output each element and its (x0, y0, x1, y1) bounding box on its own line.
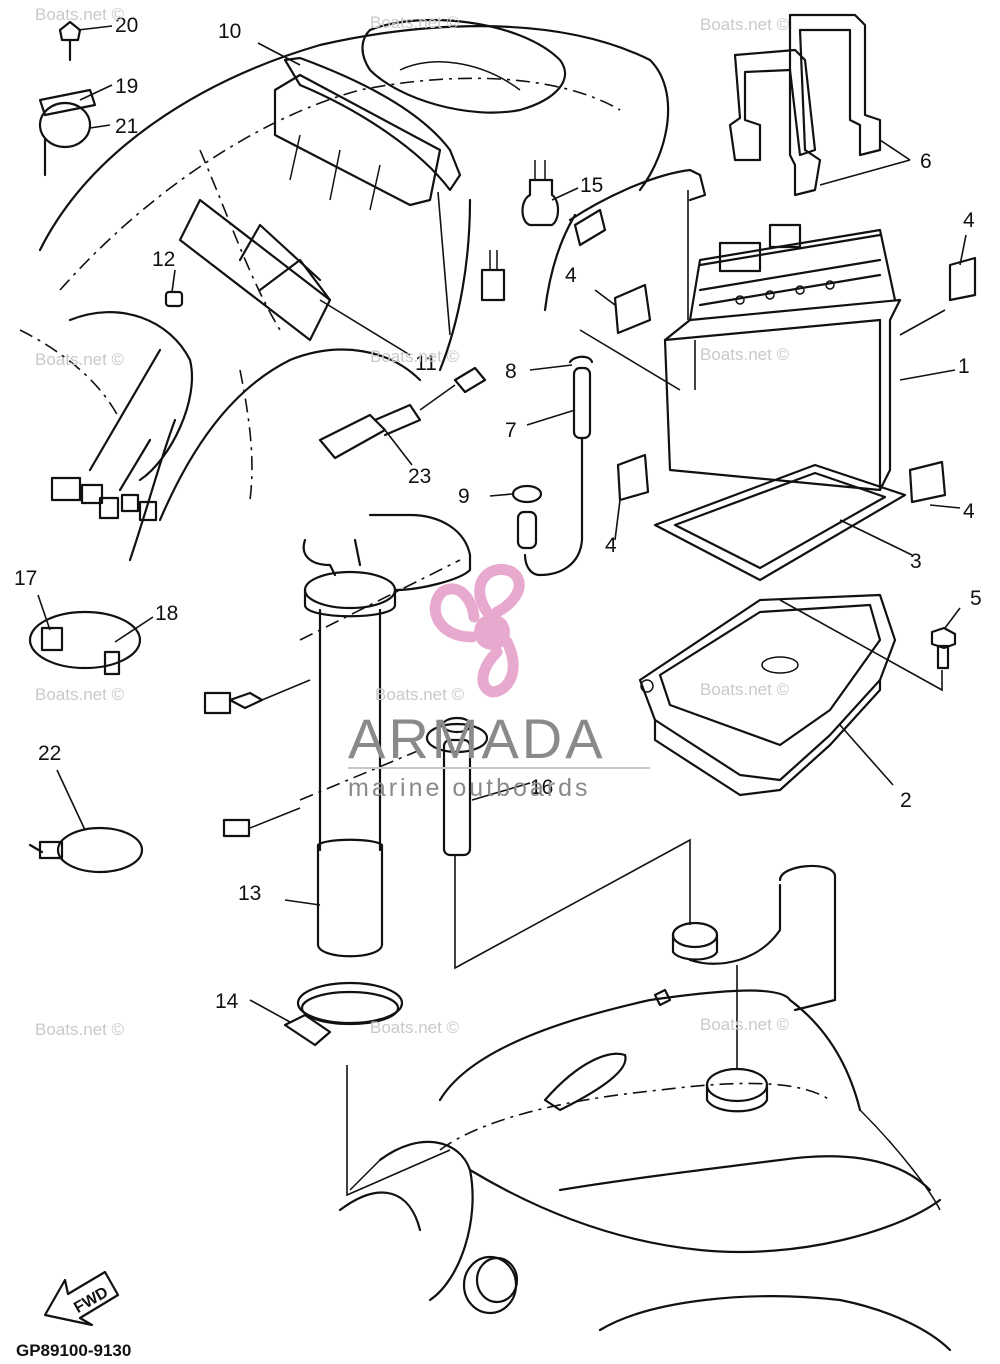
watermark: Boats.net © (35, 5, 125, 24)
watermark: Boats.net © (35, 350, 125, 369)
callout-4c: 4 (963, 500, 975, 523)
callout-12: 12 (152, 248, 175, 271)
callout-6: 6 (920, 150, 932, 173)
watermark: Boats.net © (35, 685, 125, 704)
callout-20: 20 (115, 14, 138, 37)
callout-4b: 4 (565, 264, 577, 287)
leader-lines (37, 25, 967, 1023)
callout-2: 2 (900, 789, 912, 812)
callout-7: 7 (505, 419, 517, 442)
fuel-tank (338, 864, 952, 1352)
callout-19: 19 (115, 75, 138, 98)
callout-8: 8 (505, 360, 517, 383)
callout-5: 5 (970, 587, 982, 610)
armada-logo: ARMADA marine outboards (348, 563, 650, 802)
part-13-fuel-sender (302, 513, 472, 958)
watermark: Boats.net © (700, 345, 790, 364)
callout-3: 3 (910, 550, 922, 573)
part-19-clip (38, 20, 97, 177)
watermark: Boats.net © (700, 15, 790, 34)
callout-15: 15 (580, 174, 603, 197)
callout-4d: 4 (605, 534, 617, 557)
callout-9: 9 (458, 485, 470, 508)
part-9-clamp (511, 484, 543, 550)
hull-top-outline (19, 18, 670, 562)
callout-14: 14 (215, 990, 239, 1013)
callout-11: 11 (415, 352, 437, 375)
diagram-code: GP89100-9130 (16, 1341, 131, 1360)
part-17-clamp (28, 610, 142, 676)
callout-22: 22 (38, 742, 61, 765)
callout-21: 21 (115, 115, 138, 138)
watermark: Boats.net © (375, 685, 465, 704)
part-1-battery (663, 223, 902, 492)
part-12-nut (164, 290, 184, 308)
callout-13: 13 (238, 882, 261, 905)
watermark: Boats.net © (370, 347, 460, 366)
watermark: Boats.net © (370, 13, 460, 32)
callout-16: 16 (530, 776, 553, 799)
callout-17: 17 (14, 567, 37, 590)
part-7-hose (523, 355, 594, 577)
armada-tagline: marine outboards (348, 774, 591, 802)
watermarks: Boats.net © Boats.net © Boats.net © Boat… (35, 5, 790, 1039)
sender-connectors (203, 679, 311, 838)
part-16-filler (425, 716, 489, 857)
watermark: Boats.net © (700, 1015, 790, 1034)
armada-brand: ARMADA (348, 707, 606, 770)
fwd-arrow-icon: FWD (43, 1270, 120, 1327)
assembly-lines (299, 190, 943, 1197)
watermark: Boats.net © (35, 1020, 125, 1039)
part-10-display (273, 56, 462, 211)
callout-labels: 1 2 3 4 4 4 4 5 6 7 8 9 10 11 12 13 14 1… (14, 14, 982, 1013)
watermark: Boats.net © (700, 680, 790, 699)
part-2-battery-box (638, 593, 897, 797)
callout-4a: 4 (963, 209, 975, 232)
callout-23: 23 (408, 465, 431, 488)
watermark: Boats.net © (370, 1018, 460, 1037)
part-6-straps (728, 13, 882, 197)
battery-cable (543, 168, 707, 312)
callout-18: 18 (155, 602, 178, 625)
callout-1: 1 (958, 355, 970, 378)
part-5-bolt (930, 626, 957, 670)
part-22-tie (28, 826, 144, 874)
part-4-labels (613, 256, 977, 504)
propeller-icon (429, 563, 525, 698)
part-23-sensor (318, 366, 487, 460)
part-3-mat (653, 463, 907, 582)
callout-10: 10 (218, 20, 241, 43)
part-11-bracket (178, 198, 332, 342)
part-15-cap (480, 160, 560, 302)
part-14-clamp (283, 981, 404, 1047)
harness-connectors (50, 348, 162, 522)
